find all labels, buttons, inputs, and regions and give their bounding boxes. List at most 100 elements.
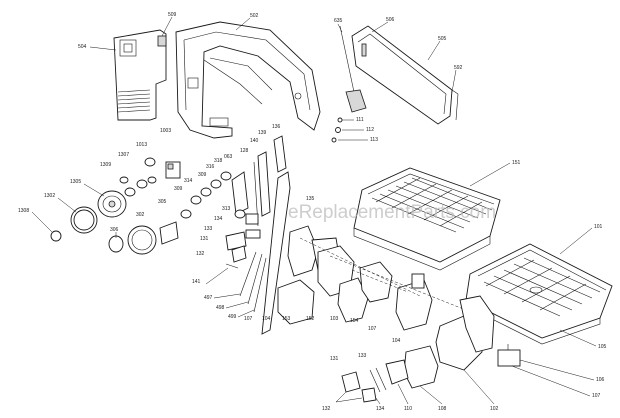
guide-post-139	[257, 151, 271, 217]
bracket-107c	[497, 344, 521, 367]
small-assembly-bottom	[341, 367, 387, 403]
label-104: 104	[262, 316, 271, 322]
label-133: 133	[204, 226, 213, 232]
mount-104b	[395, 273, 433, 331]
label-505: 505	[438, 36, 447, 42]
label-104b: 104	[392, 338, 401, 344]
label-111: 111	[356, 117, 364, 123]
label-133b: 133	[358, 353, 367, 359]
label-154: 154	[350, 318, 359, 324]
clip-132	[231, 245, 247, 263]
label-1305: 1305	[70, 179, 81, 185]
leader-lines-lower	[31, 183, 495, 405]
bracket-1003	[165, 161, 181, 179]
label-107c: 107	[592, 393, 601, 399]
label-509: 509	[168, 12, 177, 18]
label-110: 110	[404, 406, 412, 412]
label-316: 316	[206, 164, 215, 170]
bracket-131	[225, 231, 247, 251]
label-309: 309	[174, 186, 183, 192]
label-140: 140	[250, 138, 259, 144]
fasteners-111-113	[331, 117, 343, 143]
label-135: 135	[306, 196, 315, 202]
label-309b: 309	[198, 172, 207, 178]
collar-1013	[144, 157, 156, 167]
label-506: 506	[386, 17, 395, 23]
label-107: 107	[244, 316, 253, 322]
label-497: 497	[204, 295, 213, 301]
label-1302: 1302	[44, 193, 55, 199]
label-132: 132	[196, 251, 205, 257]
label-1013: 1013	[136, 142, 147, 148]
table-151	[353, 167, 501, 271]
leader-lines	[89, 16, 597, 397]
washers-1309	[119, 176, 136, 197]
label-128: 128	[240, 148, 249, 154]
label-131: 131	[200, 236, 209, 242]
knob-509	[157, 35, 167, 47]
label-592: 592	[454, 65, 463, 71]
label-112: 112	[366, 127, 374, 133]
label-103: 103	[330, 316, 339, 322]
label-101: 101	[594, 224, 603, 230]
label-102: 102	[490, 406, 499, 412]
trunnion-102	[435, 295, 495, 371]
pin-141	[225, 263, 239, 269]
wheel-1305	[97, 190, 127, 218]
label-635: 635	[334, 18, 343, 24]
cap-1308	[50, 230, 62, 242]
hub-306	[108, 235, 124, 253]
label-152: 152	[306, 316, 315, 322]
label-105: 105	[598, 344, 607, 350]
label-502: 502	[250, 13, 259, 19]
label-504: 504	[78, 44, 87, 50]
bracket-305	[159, 221, 179, 245]
label-153: 153	[282, 316, 291, 322]
label-108: 108	[438, 406, 447, 412]
label-131b: 131	[330, 356, 339, 362]
door-panel-505	[351, 25, 459, 125]
label-113: 113	[370, 137, 378, 143]
mount-153	[277, 279, 315, 325]
rail-135	[261, 171, 291, 335]
label-132b: 132	[322, 406, 331, 412]
label-106: 106	[596, 377, 605, 383]
label-314: 314	[184, 178, 193, 184]
label-302: 302	[136, 212, 145, 218]
watermark: eReplacementParts.com	[288, 202, 496, 223]
bracket-110	[385, 359, 409, 385]
assembly-dashes	[299, 237, 487, 319]
label-136: 136	[272, 124, 281, 130]
mount-154	[359, 261, 393, 303]
blade-guard-635	[339, 25, 367, 113]
label-1308: 1308	[18, 208, 29, 214]
label-134b: 134	[376, 406, 385, 412]
label-1309: 1309	[100, 162, 111, 168]
bracket-313	[231, 171, 249, 219]
label-139: 139	[258, 130, 267, 136]
washers-309-314	[180, 171, 232, 219]
label-306: 306	[110, 227, 119, 233]
label-499: 499	[228, 314, 237, 320]
label-498: 498	[216, 305, 225, 311]
label-1307: 1307	[118, 152, 129, 158]
main-frame-502	[175, 21, 321, 139]
label-313: 313	[222, 206, 231, 212]
tire-1302	[70, 206, 98, 234]
label-1003: 1003	[160, 128, 171, 134]
upper-wheel-cover-504	[113, 29, 167, 121]
label-318: 318	[214, 158, 223, 164]
label-141: 141	[192, 279, 201, 285]
wheel-302	[127, 225, 157, 255]
label-063: 063	[224, 154, 233, 160]
washers-1307	[136, 176, 157, 189]
mount-103	[337, 277, 369, 323]
label-134: 134	[214, 216, 223, 222]
bracket-108	[403, 345, 439, 389]
label-151: 151	[512, 160, 521, 166]
label-305: 305	[158, 199, 167, 205]
screws-497-499	[239, 251, 267, 313]
block-134-133	[245, 213, 261, 239]
part-labels: 504 509 502 635 506 505 592 111 112 113 …	[18, 12, 607, 412]
